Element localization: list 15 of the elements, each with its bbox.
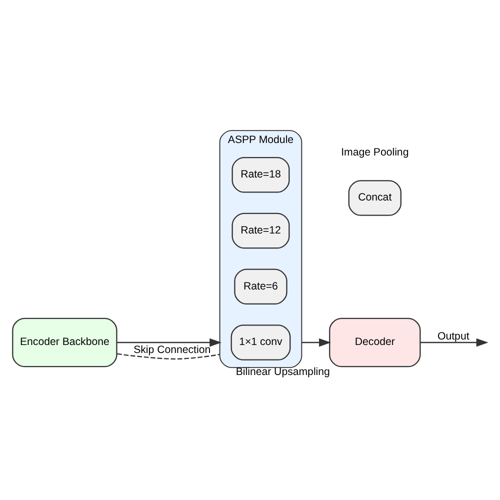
node-box: Rate=12 xyxy=(232,212,290,248)
arrow xyxy=(302,338,331,346)
node-box: Concat xyxy=(348,180,402,216)
node-box: Encoder Backbone xyxy=(12,317,118,367)
arrow xyxy=(420,338,488,346)
node-box: Decoder xyxy=(329,317,421,367)
node-box: Rate=18 xyxy=(232,156,290,192)
edge-label: Skip Connection xyxy=(134,343,211,356)
edge-label: Output xyxy=(438,330,470,342)
node-label: Bilinear Upsampling xyxy=(236,366,330,378)
node-box: Rate=6 xyxy=(234,268,288,304)
arrow xyxy=(116,338,222,346)
node-box: 1×1 conv xyxy=(230,324,291,360)
connector xyxy=(116,352,220,359)
label: Image Pooling xyxy=(341,146,409,158)
